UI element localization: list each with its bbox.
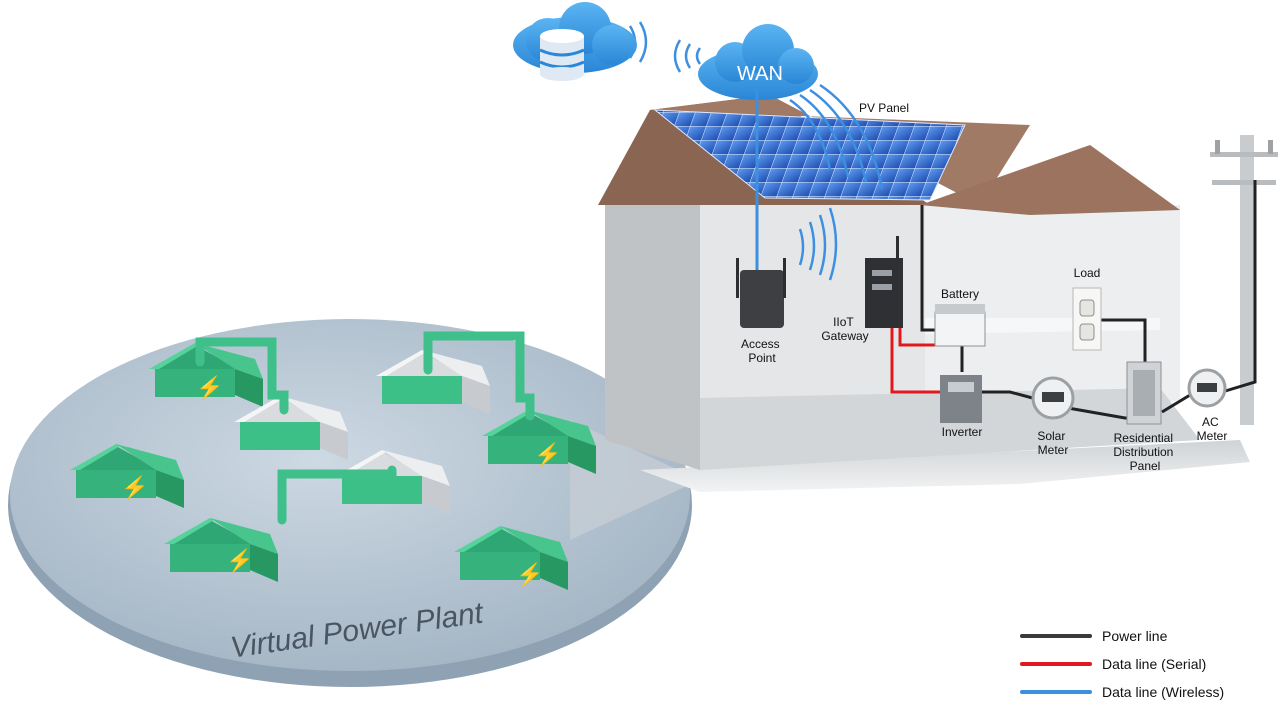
utility-pole — [1210, 135, 1278, 425]
solar-meter — [1031, 376, 1075, 420]
svg-text:⚡: ⚡ — [516, 562, 543, 588]
ac-meter-label: AC Meter — [1197, 415, 1228, 443]
distribution-panel-label: Residential Distribution Panel — [1113, 431, 1176, 473]
vpp-house-4: ⚡ — [482, 410, 596, 474]
pv-panel-label: PV Panel — [859, 101, 909, 115]
svg-text:⚡: ⚡ — [121, 475, 148, 501]
house-floor — [640, 440, 1250, 492]
battery-label: Battery — [941, 287, 979, 301]
vpp-house-5: ⚡ — [70, 444, 184, 508]
legend-item-wireless: Data line (Wireless) — [1020, 678, 1270, 706]
svg-text:⚡: ⚡ — [534, 442, 561, 468]
pv-panel-array — [653, 109, 966, 201]
legend: Power line Data line (Serial) Data line … — [1020, 622, 1270, 706]
legend-label-serial: Data line (Serial) — [1102, 656, 1207, 672]
database-icon — [539, 29, 585, 81]
iiot-gateway — [865, 236, 903, 328]
vpp-house-8: ⚡ — [454, 526, 568, 590]
legend-item-power: Power line — [1020, 622, 1270, 650]
wireless-waves — [618, 21, 884, 281]
legend-item-serial: Data line (Serial) — [1020, 650, 1270, 678]
database-cloud — [513, 2, 637, 81]
distribution-panel — [1126, 361, 1162, 425]
access-point — [736, 258, 786, 328]
ac-meter — [1187, 368, 1227, 408]
legend-label-wireless: Data line (Wireless) — [1102, 684, 1225, 700]
load-outlet — [1072, 287, 1102, 351]
wan-cloud: WAN — [698, 24, 818, 100]
legend-label-power: Power line — [1102, 628, 1168, 644]
access-point-label: Access Point — [741, 337, 783, 365]
vpp-house-7: ⚡ — [164, 518, 278, 582]
svg-text:⚡: ⚡ — [226, 548, 253, 574]
solar-meter-label: Solar Meter — [1037, 429, 1068, 457]
iiot-gateway-label: IIoT Gateway — [821, 315, 868, 343]
battery — [934, 304, 986, 347]
legend-swatch-power — [1020, 634, 1092, 638]
inverter — [940, 375, 982, 423]
inverter-label: Inverter — [942, 425, 983, 439]
load-label: Load — [1074, 266, 1101, 280]
vpp-pipes — [195, 331, 535, 525]
wan-label: WAN — [737, 63, 783, 85]
legend-swatch-wireless — [1020, 690, 1092, 694]
legend-swatch-serial — [1020, 662, 1092, 666]
vpp-house-1: ⚡ — [149, 343, 263, 407]
svg-text:⚡: ⚡ — [196, 375, 223, 401]
